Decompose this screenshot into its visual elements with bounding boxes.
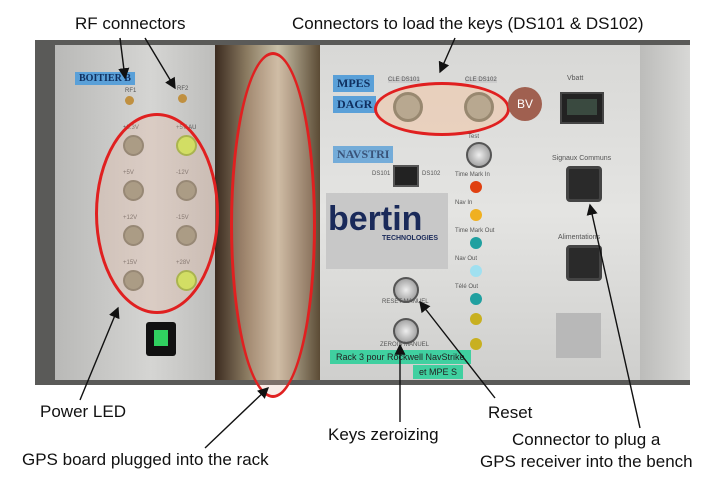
- annotation-key-connectors: Connectors to load the keys (DS101 & DS1…: [292, 14, 644, 33]
- zeroize-button[interactable]: [393, 318, 419, 344]
- cle-ds101-label: CLE DS101: [388, 77, 420, 83]
- status-led: [470, 181, 482, 193]
- bv-seal: BV: [508, 87, 542, 121]
- alim-label: Alimentations: [558, 234, 601, 241]
- bertin-logo: bertin TECHNOLOGIES: [326, 193, 448, 269]
- arrow-power: [79, 306, 120, 401]
- reset-label: RESET MANUEL: [382, 299, 429, 305]
- blank-plate: [556, 313, 601, 358]
- annotation-rf-connectors: RF connectors: [75, 14, 186, 33]
- rf1-connector[interactable]: [125, 96, 134, 105]
- annotation-zeroize: Keys zeroizing: [328, 425, 439, 444]
- status-led: [470, 265, 482, 277]
- test-button[interactable]: [466, 142, 492, 168]
- annotation-connector-1: Connector to plug a: [512, 430, 661, 449]
- ds102-connector[interactable]: [464, 92, 494, 122]
- status-label: Télé Out: [455, 284, 479, 290]
- signaux-connector[interactable]: [566, 166, 602, 202]
- status-led: [470, 293, 482, 305]
- dagr-tag: DAGR: [333, 96, 377, 113]
- status-label: Nav In: [455, 200, 473, 206]
- test-label: Test: [468, 134, 480, 140]
- status-label: Nav Out: [455, 256, 478, 262]
- annotation-gps-board: GPS board plugged into the rack: [22, 450, 269, 469]
- cle-ds102-label: CLE DS102: [465, 77, 497, 83]
- status-led: [470, 237, 482, 249]
- ds102-label: DS102: [422, 171, 441, 177]
- mpes-tag: MPES: [333, 75, 375, 92]
- arrow-gps: [204, 387, 270, 449]
- ds101-label: DS101: [372, 171, 391, 177]
- gps-board-highlight: [230, 52, 316, 398]
- bv-text: BV: [516, 97, 533, 111]
- key-selector-switch[interactable]: [393, 165, 419, 187]
- rf2-label: RF2: [177, 86, 189, 92]
- annotation-power-led: Power LED: [40, 402, 126, 421]
- vbatt-label: Vbatt: [567, 75, 584, 82]
- annotation-reset: Reset: [488, 403, 533, 422]
- power-switch[interactable]: [146, 322, 176, 356]
- arrow-rf1: [118, 37, 130, 80]
- brand-name: bertin: [328, 200, 423, 238]
- alim-connector[interactable]: [566, 245, 602, 281]
- arrow-keys: [438, 37, 456, 74]
- arrow-reset: [419, 300, 496, 399]
- reset-button[interactable]: [393, 277, 419, 303]
- status-label: Time Mark Out: [455, 228, 495, 234]
- status-led: [470, 209, 482, 221]
- status-label: Time Mark In: [455, 172, 490, 178]
- rack-ear: [640, 45, 690, 380]
- rf2-connector[interactable]: [178, 94, 187, 103]
- arrow-rf2: [144, 37, 176, 90]
- ds101-connector[interactable]: [393, 92, 423, 122]
- rack-sticker-2: et MPE S: [413, 365, 464, 379]
- brand-sub: TECHNOLOGIES: [382, 235, 439, 242]
- navstrike-tag: NAVSTRI: [333, 146, 394, 163]
- status-led: [470, 313, 482, 325]
- signaux-label: Signaux Communs: [552, 155, 612, 162]
- arrow-connector: [586, 203, 641, 429]
- power-led-highlight: [95, 113, 219, 314]
- vbatt-display: [560, 92, 604, 124]
- status-led: [470, 338, 482, 350]
- annotation-connector-2: GPS receiver into the bench: [480, 452, 693, 471]
- rf1-label: RF1: [125, 88, 137, 94]
